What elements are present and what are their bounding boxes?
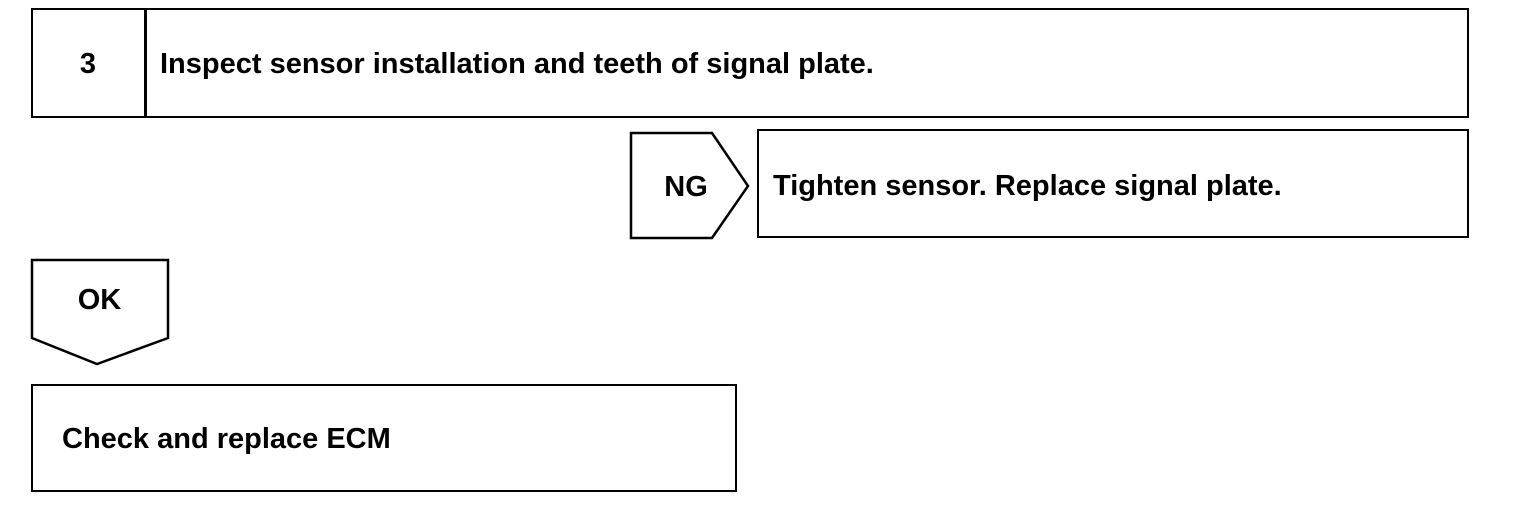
ng-label: NG <box>664 171 708 203</box>
ng-action-box <box>757 129 1469 238</box>
step-divider <box>144 8 147 118</box>
ng-action-text: Tighten sensor. Replace signal plate. <box>773 170 1282 202</box>
ok-action-box <box>31 384 737 492</box>
step-number: 3 <box>79 48 97 80</box>
ok-arrow-tag <box>30 258 170 366</box>
ok-label: OK <box>77 284 122 316</box>
ok-action-text: Check and replace ECM <box>62 423 391 455</box>
step-box <box>31 8 1469 118</box>
step-title: Inspect sensor installation and teeth of… <box>160 48 874 80</box>
ng-arrow-tag <box>629 131 750 240</box>
